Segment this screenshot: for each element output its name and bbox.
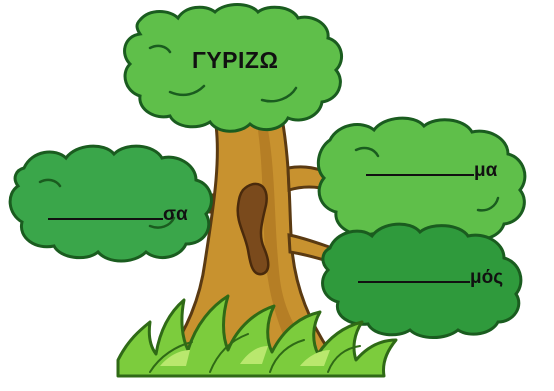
grass: [116, 294, 398, 378]
top-right-foliage: [316, 116, 527, 247]
bottom-right-foliage: [321, 222, 523, 339]
blank-line[interactable]: [366, 156, 474, 176]
branch-bottom-right-label: μός: [358, 263, 503, 289]
blank-line[interactable]: [48, 200, 163, 220]
left-foliage: [8, 144, 213, 263]
branch-left-label: σα: [48, 200, 188, 226]
suffix-text: μα: [474, 160, 498, 181]
blank-line[interactable]: [358, 263, 470, 283]
suffix-text: μός: [470, 267, 504, 288]
branch-top-right-label: μα: [366, 156, 497, 182]
trunk-knot: [236, 182, 270, 276]
suffix-text: σα: [163, 204, 188, 225]
top-foliage: [123, 3, 344, 133]
root-word: ΓΥΡΙΖΩ: [192, 47, 279, 73]
